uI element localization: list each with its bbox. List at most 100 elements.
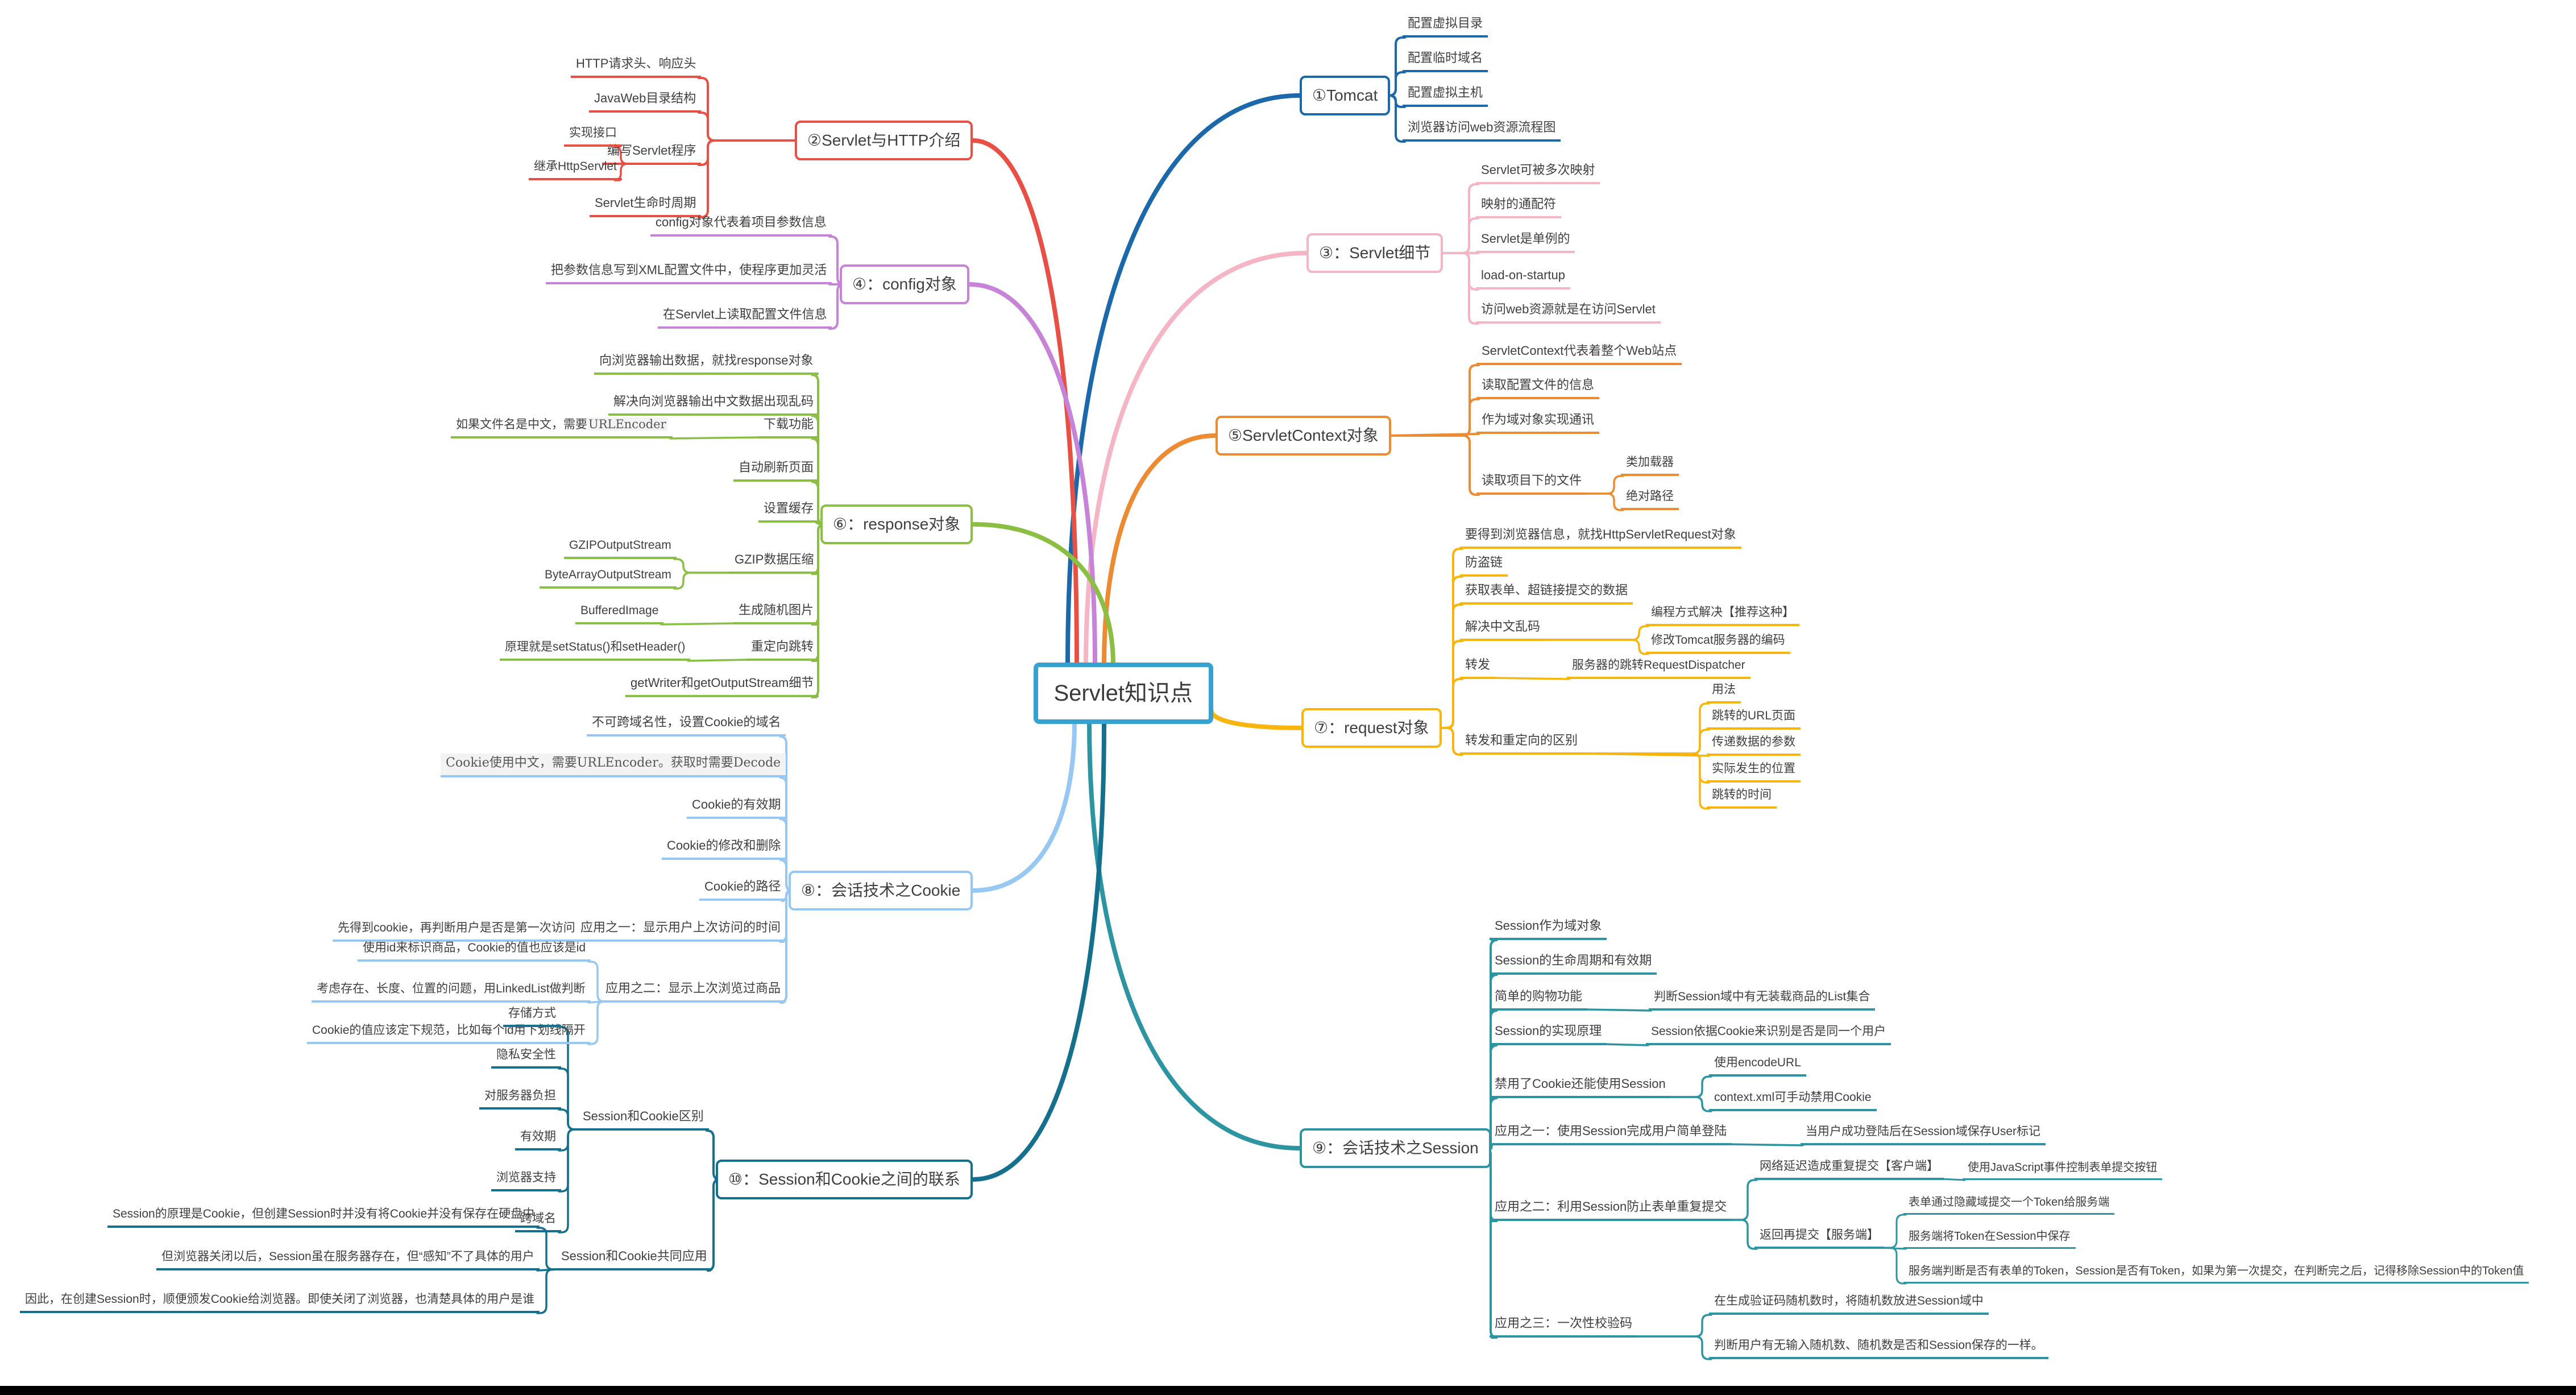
mindmap-node[interactable]: 存储方式 [503, 1004, 561, 1028]
mindmap-node[interactable]: Servlet可被多次映射 [1476, 160, 1600, 184]
mindmap-node[interactable]: config对象代表着项目参数信息 [650, 213, 832, 237]
mindmap-node[interactable]: Servlet生命时周期 [590, 193, 702, 217]
mindmap-node[interactable]: 映射的通配符 [1476, 194, 1562, 218]
mindmap-node[interactable]: 下载功能 [758, 415, 819, 438]
mindmap-node[interactable]: Session的生命周期和有效期 [1490, 951, 1657, 975]
mindmap-node[interactable]: 转发 [1460, 655, 1496, 679]
mindmap-node[interactable]: 服务端判断是否有表单的Token，Session是否有Token，如果为第一次提… [1903, 1262, 2529, 1284]
mindmap-node[interactable]: 隐私安全性 [491, 1046, 561, 1069]
mindmap-node[interactable]: 使用id来标识商品，Cookie的值也应该是id [358, 939, 591, 962]
mindmap-node[interactable]: 网络延迟造成重复提交【客户端】 [1754, 1157, 1944, 1181]
mindmap-node[interactable]: 用法 [1707, 681, 1741, 704]
mindmap-node[interactable]: 读取配置文件的信息 [1476, 375, 1600, 399]
mindmap-node[interactable]: Session依据Cookie来识别是否是同一个用户 [1646, 1023, 1891, 1046]
mindmap-node[interactable]: 继承HttpServlet [529, 158, 622, 181]
branch-topic[interactable]: ⑥：response对象 [820, 504, 973, 544]
mindmap-node[interactable]: 因此，在创建Session时，顺便颁发Cookie给浏览器。即使关闭了浏览器，也… [20, 1290, 540, 1314]
mindmap-node[interactable]: ByteArrayOutputStream [540, 566, 677, 589]
mindmap-node[interactable]: Cookie的修改和删除 [662, 836, 786, 860]
mindmap-node[interactable]: 解决向浏览器输出中文数据出现乱码 [608, 392, 819, 416]
mindmap-node[interactable]: 先得到cookie，再判断用户是否是第一次访问 [333, 919, 580, 942]
mindmap-node[interactable]: 编写Servlet程序 [602, 141, 702, 165]
mindmap-node[interactable]: 实现接口 [564, 124, 622, 147]
mindmap-node[interactable]: 在生成验证码随机数时，将随机数放进Session域中 [1709, 1292, 1989, 1315]
mindmap-node[interactable]: Session和Cookie区别 [578, 1107, 709, 1131]
mindmap-node[interactable]: 向浏览器输出数据，就找response对象 [594, 351, 819, 375]
central-topic[interactable]: Servlet知识点 [1033, 663, 1213, 724]
mindmap-node[interactable]: 跨域名 [515, 1210, 561, 1233]
branch-topic[interactable]: ③：Servlet细节 [1306, 233, 1443, 273]
mindmap-node[interactable]: 应用之三：一次性校验码 [1490, 1314, 1638, 1338]
mindmap-node[interactable]: 编程方式解决【推荐这种】 [1646, 603, 1799, 627]
mindmap-node[interactable]: GZIP数据压缩 [729, 550, 819, 574]
mindmap-node[interactable]: 跳转的URL页面 [1707, 707, 1801, 730]
mindmap-node[interactable]: 简单的购物功能 [1490, 987, 1588, 1011]
mindmap-node[interactable]: 要得到浏览器信息，就找HttpServletRequest对象 [1460, 525, 1741, 549]
mindmap-node[interactable]: 配置虚拟目录 [1403, 14, 1488, 38]
mindmap-node[interactable]: 应用之二：显示上次浏览过商品 [600, 979, 786, 1003]
mindmap-node[interactable]: 修改Tomcat服务器的编码 [1646, 631, 1790, 655]
mindmap-node[interactable]: 重定向跳转 [746, 637, 819, 661]
mindmap-node[interactable]: 使用encodeURL [1709, 1054, 1806, 1077]
mindmap-node[interactable]: HTTP请求头、响应头 [571, 54, 702, 78]
mindmap-node[interactable]: 配置临时域名 [1403, 48, 1488, 72]
mindmap-node[interactable]: 类加载器 [1621, 453, 1679, 477]
mindmap-node[interactable]: 浏览器支持 [491, 1169, 561, 1192]
mindmap-node[interactable]: 考虑存在、长度、位置的问题，用LinkedList做判断 [312, 980, 591, 1003]
mindmap-node[interactable]: 解决中文乱码 [1460, 617, 1546, 641]
mindmap-node[interactable]: Cookie的有效期 [687, 795, 786, 819]
mindmap-node[interactable]: 判断用户有无输入随机数、随机数是否和Session保存的一样。 [1709, 1336, 2048, 1360]
mindmap-node[interactable]: Cookie使用中文，需要URLEncoder。获取时需要Decode [441, 754, 786, 777]
mindmap-node[interactable]: 服务器的跳转RequestDispatcher [1567, 656, 1750, 680]
mindmap-node[interactable]: 表单通过隐藏域提交一个Token给服务端 [1903, 1194, 2115, 1215]
mindmap-node[interactable]: 原理就是setStatus()和setHeader() [500, 638, 691, 661]
mindmap-node[interactable]: 应用之一：显示用户上次访问的时间 [575, 918, 786, 942]
branch-topic[interactable]: ②Servlet与HTTP介绍 [795, 121, 973, 160]
mindmap-node[interactable]: 传递数据的参数 [1707, 733, 1801, 756]
mindmap-node[interactable]: 但浏览器关闭以后，Session虽在服务器存在，但“感知”不了具体的用户 [156, 1248, 540, 1271]
mindmap-node[interactable]: 访问web资源就是在访问Servlet [1476, 300, 1661, 324]
mindmap-node[interactable]: Session的原理是Cookie，但创建Session时并没有将Cookie并… [107, 1205, 540, 1228]
branch-topic[interactable]: ⑩：Session和Cookie之间的联系 [716, 1160, 973, 1199]
mindmap-node[interactable]: 读取项目下的文件 [1476, 471, 1587, 495]
mindmap-node[interactable]: 判断Session域中有无装载商品的List集合 [1649, 988, 1876, 1011]
mindmap-node[interactable]: context.xml可手动禁用Cookie [1709, 1088, 1877, 1112]
mindmap-node[interactable]: BufferedImage [575, 602, 664, 625]
mindmap-node[interactable]: 如果文件名是中文，需要URLEncoder [451, 415, 673, 439]
mindmap-node[interactable]: 生成随机图片 [733, 601, 819, 624]
branch-topic[interactable]: ⑦：request对象 [1301, 708, 1442, 748]
mindmap-node[interactable]: GZIPOutputStream [564, 536, 677, 560]
mindmap-node[interactable]: JavaWeb目录结构 [589, 89, 702, 113]
mindmap-node[interactable]: 有效期 [515, 1128, 561, 1151]
mindmap-node[interactable]: 浏览器访问web资源流程图 [1403, 118, 1561, 142]
mindmap-node[interactable]: Servlet是单例的 [1476, 229, 1575, 253]
mindmap-node[interactable]: 配置虚拟主机 [1403, 83, 1488, 107]
mindmap-node[interactable]: Session和Cookie共同应用 [556, 1247, 712, 1270]
mindmap-node[interactable]: 把参数信息写到XML配置文件中，使程序更加灵活 [546, 260, 832, 284]
mindmap-node[interactable]: 应用之二：利用Session防止表单重复提交 [1490, 1197, 1732, 1221]
mindmap-node[interactable]: 当用户成功登陆后在Session域保存User标记 [1801, 1123, 2046, 1146]
branch-topic[interactable]: ⑧：会话技术之Cookie [789, 871, 973, 910]
branch-topic[interactable]: ⑤ServletContext对象 [1216, 416, 1391, 456]
mindmap-node[interactable]: 获取表单、超链接提交的数据 [1460, 581, 1633, 605]
mindmap-node[interactable]: 自动刷新页面 [733, 458, 819, 482]
mindmap-node[interactable]: 转发和重定向的区别 [1460, 731, 1583, 755]
mindmap-node[interactable]: load-on-startup [1476, 266, 1570, 289]
mindmap-node[interactable]: 跳转的时间 [1707, 786, 1777, 809]
mindmap-node[interactable]: 应用之一：使用Session完成用户简单登陆 [1490, 1121, 1732, 1145]
branch-topic[interactable]: ⑨：会话技术之Session [1300, 1128, 1491, 1168]
mindmap-node[interactable]: 绝对路径 [1621, 487, 1679, 511]
mindmap-node[interactable]: 对服务器负担 [479, 1087, 561, 1110]
mindmap-node[interactable]: Session作为域对象 [1490, 916, 1607, 940]
mindmap-node[interactable]: 作为域对象实现通讯 [1476, 410, 1600, 434]
mindmap-node[interactable]: 防盗链 [1460, 553, 1508, 577]
mindmap-node[interactable]: 设置缓存 [758, 499, 819, 523]
mindmap-node[interactable]: 实际发生的位置 [1707, 760, 1801, 783]
mindmap-node[interactable]: 在Servlet上读取配置文件信息 [658, 305, 832, 329]
mindmap-node[interactable]: ServletContext代表着整个Web站点 [1476, 341, 1682, 365]
mindmap-node[interactable]: 服务端将Token在Session中保存 [1903, 1228, 2076, 1249]
mindmap-node[interactable]: Cookie的路径 [699, 877, 786, 901]
mindmap-node[interactable]: Session的实现原理 [1490, 1021, 1607, 1045]
mindmap-node[interactable]: 禁用了Cookie还能使用Session [1490, 1074, 1671, 1098]
mindmap-node[interactable]: getWriter和getOutputStream细节 [625, 673, 819, 697]
